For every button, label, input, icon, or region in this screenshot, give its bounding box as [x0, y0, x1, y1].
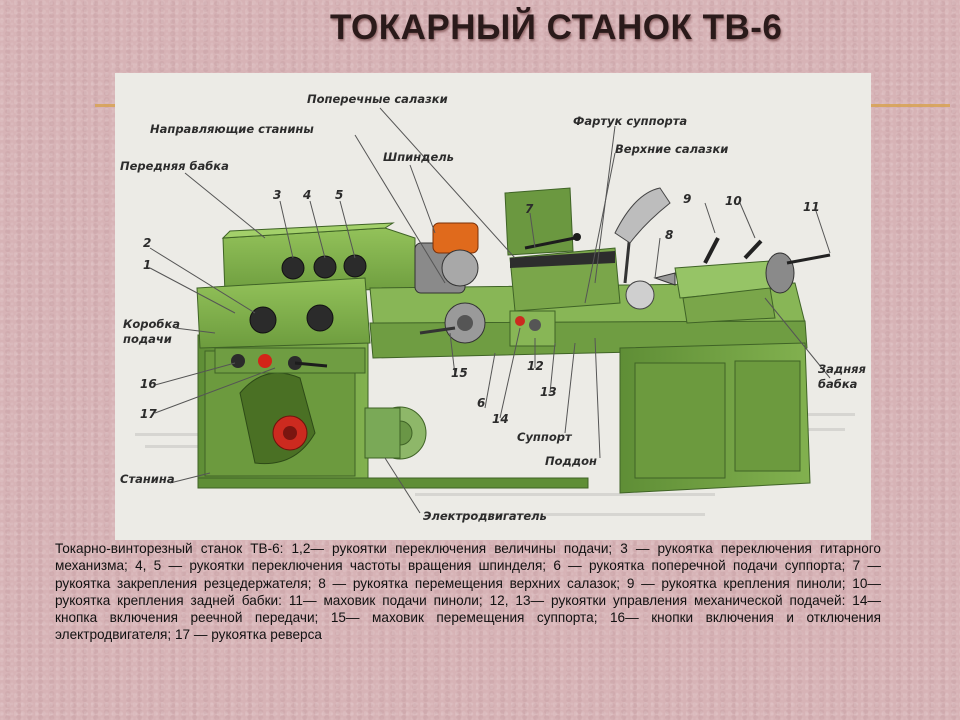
num-17: 17 [140, 407, 157, 421]
lathe-diagram: Поперечные салазки Направляющие станины … [115, 73, 871, 540]
leader-lines [149, 107, 831, 514]
num-7: 7 [525, 202, 534, 216]
bed-right-cabinet [619, 342, 811, 494]
label-feed-box-2: подачи [123, 332, 172, 346]
lamp [614, 187, 671, 310]
label-motor: Электродвигатель [423, 509, 547, 523]
num-4: 4 [302, 188, 311, 202]
num-3: 3 [273, 188, 281, 202]
num-13: 13 [540, 385, 557, 399]
num-16: 16 [140, 377, 157, 391]
label-carriage: Суппорт [517, 430, 573, 444]
num-14: 14 [492, 412, 509, 426]
label-headstock: Передняя бабка [120, 159, 229, 173]
label-spindle: Шпиндель [383, 150, 454, 164]
base-plinth [197, 477, 589, 489]
num-6: 6 [477, 396, 485, 410]
label-transverse-slide: Поперечные салазки [307, 92, 448, 106]
num-1: 1 [143, 258, 151, 272]
label-tailstock-2: бабка [818, 377, 858, 391]
num-15: 15 [451, 366, 468, 380]
label-upper-slide: Верхние салазки [615, 142, 728, 156]
spindle-chuck [414, 222, 479, 294]
num-11: 11 [803, 200, 820, 214]
num-5: 5 [335, 188, 343, 202]
label-tray: Поддон [545, 454, 597, 468]
feed-box [196, 277, 371, 374]
label-feed-box-1: Коробка [123, 317, 180, 331]
label-tailstock-1: Задняя [818, 362, 867, 376]
label-apron: Фартук суппорта [573, 114, 687, 128]
num-8: 8 [665, 228, 673, 242]
tailstock [653, 237, 831, 324]
label-bed-guides: Направляющие станины [150, 122, 314, 136]
label-bed: Станина [120, 472, 175, 486]
num-9: 9 [683, 192, 691, 206]
num-12: 12 [527, 359, 544, 373]
num-2: 2 [143, 236, 151, 250]
page-title: ТОКАРНЫЙ СТАНОК ТВ-6 [330, 8, 783, 47]
caption-text: Токарно-винторезный станок ТВ-6: 1,2— ру… [55, 541, 881, 643]
num-10: 10 [725, 194, 742, 208]
